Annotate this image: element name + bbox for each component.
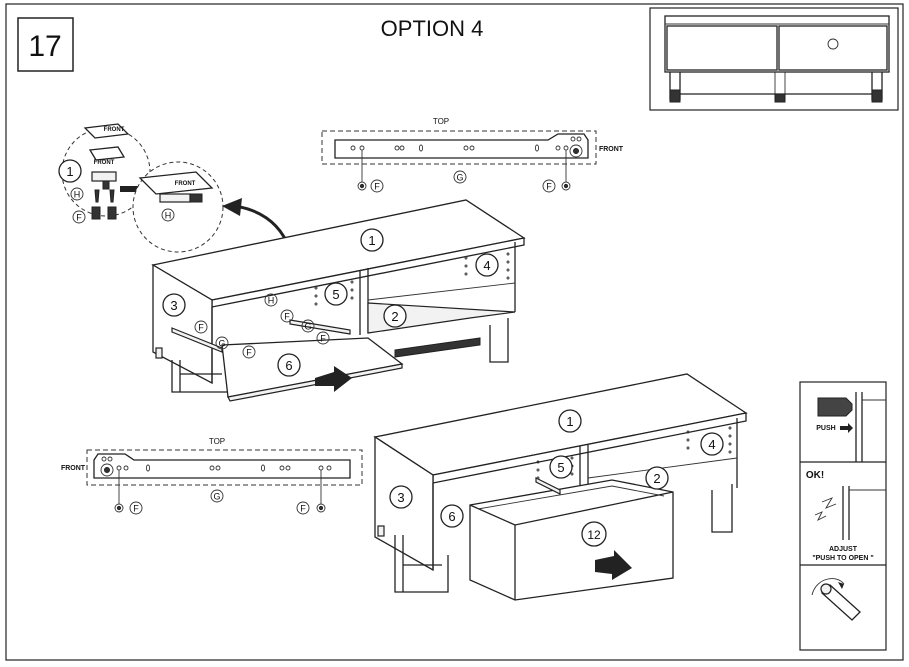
svg-text:4: 4 (708, 437, 715, 452)
push-to-open-panel: PUSH OK! ADJUST "PUSH TO OPEN " (799, 381, 887, 651)
svg-text:5: 5 (557, 460, 564, 475)
finished-unit-thumbnail (649, 7, 899, 111)
svg-text:FRONT: FRONT (94, 160, 115, 166)
ok-label: OK! (806, 470, 824, 481)
callout-1: 1 (360, 228, 384, 252)
callout-4: 4 (475, 253, 499, 277)
callout-h: H (70, 187, 84, 201)
svg-text:F: F (246, 348, 252, 358)
callout-f: F (72, 210, 86, 224)
callout-g: G (301, 319, 315, 333)
svg-text:2: 2 (653, 471, 660, 486)
svg-text:F: F (546, 182, 552, 192)
svg-text:4: 4 (483, 258, 490, 273)
screw-head-icon (316, 503, 326, 513)
svg-text:F: F (374, 182, 380, 192)
page-border (5, 3, 904, 661)
slide-rail-top-view-upper: TOP FRONT F G F (321, 117, 624, 193)
callout-f: F (280, 309, 294, 323)
svg-text:5: 5 (332, 287, 339, 302)
svg-text:G: G (456, 173, 463, 183)
callout-1: 1 (58, 159, 82, 183)
top-label-lower: TOP (209, 437, 225, 446)
svg-text:G: G (304, 322, 311, 332)
callout-6: 6 (440, 504, 464, 528)
front-label-upper: FRONT (599, 146, 624, 153)
step-number: 17 (28, 30, 61, 63)
callout-f: F (316, 331, 330, 345)
svg-text:H: H (268, 296, 275, 306)
callout-5: 5 (324, 282, 348, 306)
svg-text:F: F (76, 213, 82, 223)
callout-h: H (264, 293, 278, 307)
svg-text:F: F (198, 323, 204, 333)
callout-6: 6 (277, 353, 301, 377)
push-label: PUSH (816, 425, 835, 432)
callout-2: 2 (645, 466, 669, 490)
svg-text:12: 12 (587, 528, 601, 542)
callout-1: 1 (558, 409, 582, 433)
svg-text:FRONT: FRONT (104, 127, 125, 133)
callout-3: 3 (162, 293, 186, 317)
svg-text:F: F (133, 504, 139, 514)
hand-icon (817, 397, 853, 417)
callout-g: G (215, 336, 229, 350)
adjust-label: ADJUST (829, 546, 858, 553)
cabinet-with-drawer: 1 4 5 2 3 6 12 (373, 373, 748, 601)
push-arrow-icon (595, 550, 632, 580)
top-label-upper: TOP (433, 117, 449, 126)
callout-4: 4 (700, 432, 724, 456)
callout-12: 12 (581, 521, 607, 547)
svg-text:H: H (74, 190, 81, 200)
svg-text:G: G (213, 492, 220, 502)
option-title: OPTION 4 (381, 16, 484, 41)
svg-text:G: G (218, 339, 225, 349)
svg-text:FRONT: FRONT (175, 181, 196, 187)
slide-rail-top-view-lower: TOP FRONT F G F (61, 437, 363, 515)
callout-h: H (161, 208, 175, 222)
svg-text:F: F (284, 312, 290, 322)
callout-g: G (210, 489, 224, 503)
step-number-box: 17 (17, 17, 74, 72)
hinge-detail: FRONT FRONT 1 H F FRONT H (58, 123, 224, 253)
screw-head-icon (114, 503, 124, 513)
svg-text:H: H (165, 211, 172, 221)
push-arrow-icon (315, 366, 352, 392)
wheel-icon (100, 463, 114, 477)
svg-text:1: 1 (566, 414, 573, 429)
svg-text:6: 6 (448, 509, 455, 524)
callout-5: 5 (549, 455, 573, 479)
push-to-open-label: "PUSH TO OPEN " (812, 555, 873, 562)
svg-text:1: 1 (368, 233, 375, 248)
callout-f: F (542, 179, 556, 193)
callout-f: F (370, 179, 384, 193)
wheel-icon (569, 144, 583, 158)
svg-text:F: F (300, 504, 306, 514)
spring-icon (821, 497, 837, 509)
front-label-lower: FRONT (61, 465, 86, 472)
knob-icon (827, 38, 839, 50)
callout-f: F (129, 501, 143, 515)
svg-text:3: 3 (397, 490, 404, 505)
callout-3: 3 (389, 485, 413, 509)
svg-text:3: 3 (170, 298, 177, 313)
svg-text:F: F (320, 334, 326, 344)
callout-2: 2 (383, 304, 407, 328)
callout-f: F (296, 501, 310, 515)
screw-head-icon (561, 181, 571, 191)
callout-g: G (453, 170, 467, 184)
svg-text:1: 1 (66, 164, 73, 179)
svg-text:2: 2 (391, 309, 398, 324)
callout-f: F (194, 320, 208, 334)
screw-head-icon (357, 181, 367, 191)
callout-f: F (242, 345, 256, 359)
svg-text:6: 6 (285, 358, 292, 373)
cabinet-with-flap-door: 1 4 5 2 3 6 H F G F F G F (151, 199, 526, 402)
